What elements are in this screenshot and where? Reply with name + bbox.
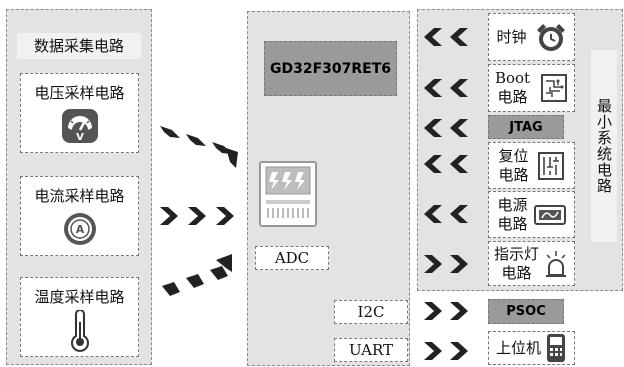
current-sampling-box: 电流采样电路 A	[20, 176, 139, 256]
host-computer-icon	[545, 333, 567, 363]
reset-box: 复位 电路	[488, 142, 575, 189]
reset-label: 复位 电路	[498, 147, 528, 185]
indicator-light-label: 指示灯 电路	[494, 245, 539, 283]
arrow-power-to-mcu	[424, 203, 472, 225]
host-computer-label: 上位机	[495, 339, 541, 357]
thermometer-icon	[69, 310, 91, 352]
power-box: 电源 电路	[488, 191, 575, 238]
boot-label-line1: Boot	[494, 69, 531, 87]
alarm-clock-icon	[535, 22, 567, 52]
indicator-light-icon	[543, 249, 569, 279]
boot-label-line2: 电路	[497, 88, 528, 106]
arrows-current-to-mcu	[160, 205, 240, 227]
arrow-jtag-to-mcu	[424, 117, 472, 139]
boot-label: Boot 电路	[495, 69, 530, 107]
circuit-board-icon	[540, 73, 568, 103]
power-label-line1: 电源	[497, 195, 528, 214]
arrow-clock-to-mcu	[424, 26, 472, 48]
host-computer-box: 上位机	[488, 331, 575, 365]
reset-label-line1: 复位	[498, 146, 529, 165]
current-sampling-label: 电流采样电路	[34, 187, 125, 205]
power-label-line2: 电路	[497, 214, 528, 233]
voltage-sampling-box: 电压采样电路 V	[20, 73, 139, 153]
psoc-box: PSOC	[488, 299, 564, 324]
arrows-temperature-to-mcu	[160, 252, 244, 302]
reset-circuit-icon	[537, 151, 565, 181]
arrow-mcu-to-psoc	[424, 300, 472, 322]
power-label: 电源 电路	[497, 196, 527, 234]
ammeter-icon: A	[62, 211, 98, 247]
chip-icon	[258, 160, 320, 230]
clock-label: 时钟	[496, 28, 527, 46]
uart-label: UART	[334, 338, 408, 362]
arrow-reset-to-mcu	[424, 153, 472, 175]
voltmeter-icon: V	[61, 108, 99, 144]
arrow-boot-to-mcu	[424, 77, 472, 99]
clock-box: 时钟	[488, 13, 575, 61]
power-module-icon	[533, 204, 566, 226]
i2c-label: I2C	[334, 300, 408, 324]
jtag-box: JTAG	[488, 115, 564, 139]
arrow-mcu-to-host	[424, 340, 472, 362]
adc-label: ADC	[255, 246, 329, 270]
arrow-mcu-to-indicator	[424, 253, 472, 275]
mcu-name-box: GD32F307RET6	[264, 41, 397, 96]
temperature-sampling-label: 温度采样电路	[34, 288, 125, 306]
boot-box: Boot 电路	[488, 64, 575, 112]
indicator-light-label-line2: 电路	[501, 263, 532, 282]
indicator-light-box: 指示灯 电路	[488, 241, 575, 286]
reset-label-line2: 电路	[498, 165, 529, 184]
voltage-sampling-label: 电压采样电路	[34, 84, 125, 102]
data-acquisition-title: 数据采集电路	[17, 33, 141, 59]
temperature-sampling-box: 温度采样电路	[20, 277, 139, 357]
arrows-voltage-to-mcu	[160, 120, 244, 172]
min-system-title: 最小系统电路	[591, 50, 617, 242]
indicator-light-label-line1: 指示灯	[493, 244, 539, 263]
svg-text:A: A	[75, 223, 84, 236]
svg-text:V: V	[76, 132, 84, 143]
